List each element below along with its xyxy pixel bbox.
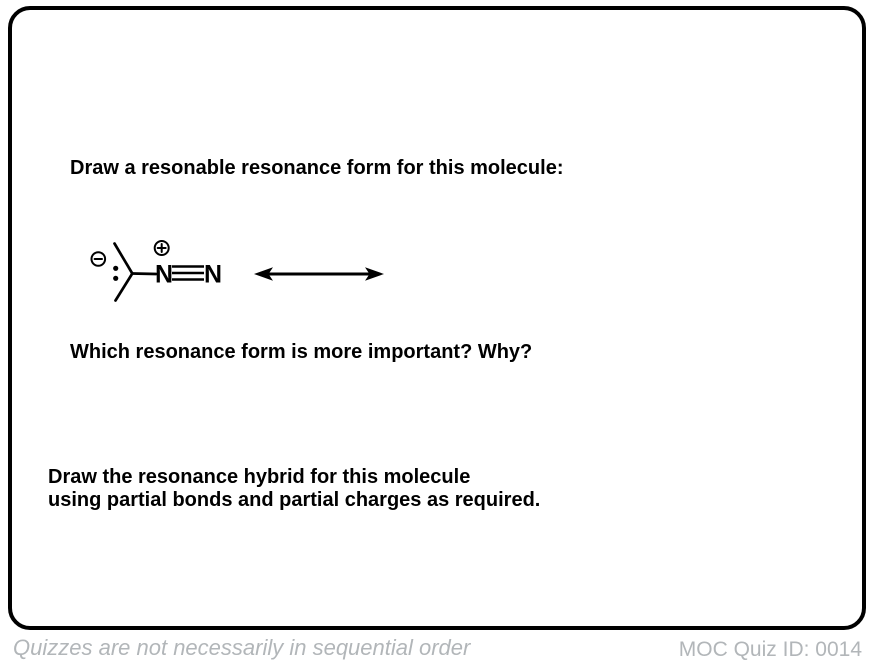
footer-note: Quizzes are not necessarily in sequentia… (13, 635, 471, 660)
lone-pair-dots (113, 265, 119, 281)
positive-charge-icon (153, 240, 170, 256)
quiz-id: MOC Quiz ID: 0014 (678, 638, 862, 661)
molecule-svg: N N (90, 240, 384, 302)
resonance-arrow-icon (254, 267, 384, 281)
bond-methyl-bottom (114, 272, 134, 302)
bond-carbon-nitrogen (130, 272, 158, 276)
quiz-card: Draw a resonable resonance form for this… (8, 6, 866, 630)
question-draw-resonance-form: Draw a resonable resonance form for this… (70, 157, 564, 179)
bond-methyl-top (113, 242, 134, 275)
atom-label-n2: N (204, 261, 222, 289)
atom-label-n1: N (155, 261, 173, 289)
molecule-structure: N N (79, 229, 399, 314)
question-resonance-hybrid-line2: using partial bonds and partial charges … (48, 489, 541, 511)
triple-bond (172, 265, 204, 281)
question-resonance-hybrid: Draw the resonance hybrid for this molec… (48, 466, 540, 512)
question-resonance-hybrid-line1: Draw the resonance hybrid for this molec… (48, 466, 471, 488)
question-more-important: Which resonance form is more important? … (70, 341, 533, 363)
negative-charge-icon (90, 251, 107, 267)
